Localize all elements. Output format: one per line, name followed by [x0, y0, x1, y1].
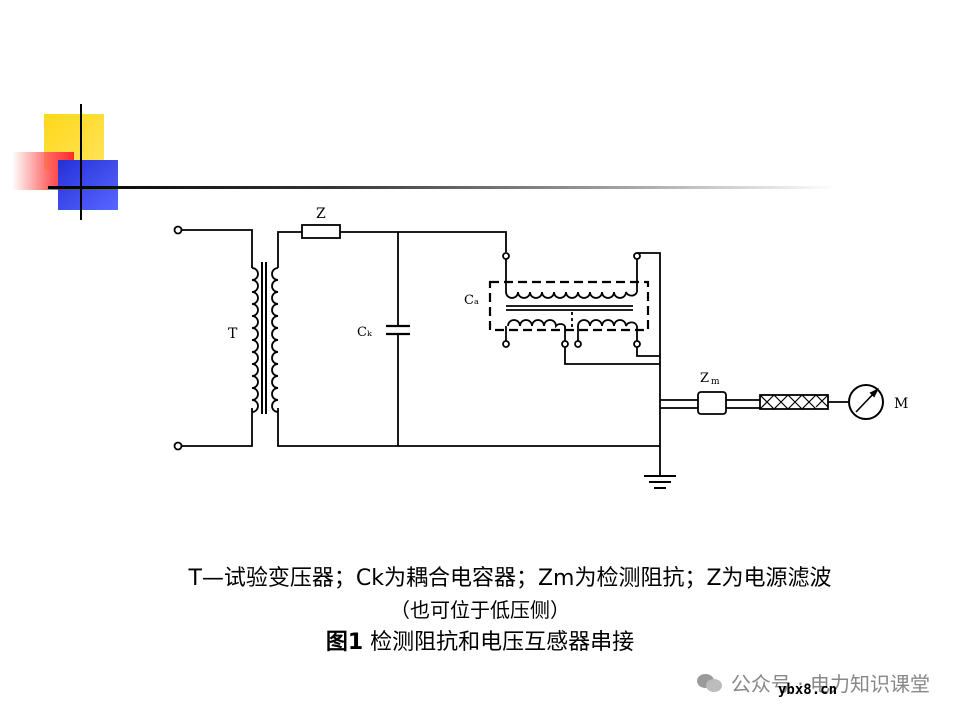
detection-impedance-zm [697, 391, 727, 415]
label-zm-sub: m [711, 377, 720, 387]
figure-caption: 图1 检测阻抗和电压互感器串接 [0, 624, 960, 656]
decor-blue-square [58, 160, 118, 210]
filter-impedance-z [301, 224, 341, 239]
source-footer: 公众号 · 电力知识课堂 [696, 668, 930, 697]
label-zm: Z [700, 371, 709, 386]
transformer-secondary-coil [271, 267, 279, 413]
vt-secondary-winding-2 [577, 319, 638, 327]
transformer-primary-coil [251, 267, 259, 413]
figure-number: 图1 [325, 630, 364, 655]
label-meter-m: M [894, 396, 908, 412]
watermark: ybx8.cn [778, 682, 838, 698]
measuring-instrument-m [848, 384, 884, 420]
source-text: 公众号 · 电力知识课堂 [730, 672, 930, 696]
caption-legend: T—试验变压器；Ck为耦合电容器；Zm为检测阻抗；Z为电源滤波 [188, 566, 832, 591]
label-filter-z: Z [316, 206, 326, 222]
wechat-icon [696, 672, 723, 694]
voltage-transformer-enclosure [488, 280, 650, 332]
circuit-diagram: T Z Cₖ Cₐ Z m M [173, 206, 908, 489]
label-transformer-t: T [228, 326, 238, 342]
vt-secondary-winding-1 [507, 319, 566, 329]
label-ca: Cₐ [464, 293, 479, 308]
title-rule [48, 186, 838, 189]
input-terminal-top [173, 225, 183, 235]
decor-vertical-line [80, 104, 82, 220]
figure-title: 检测阻抗和电压互感器串接 [363, 630, 635, 655]
caption-note: （也可位于低压侧） [390, 598, 570, 622]
vt-primary-winding [505, 291, 638, 299]
input-terminal-bottom [173, 441, 183, 451]
label-ck: Cₖ [357, 325, 373, 340]
